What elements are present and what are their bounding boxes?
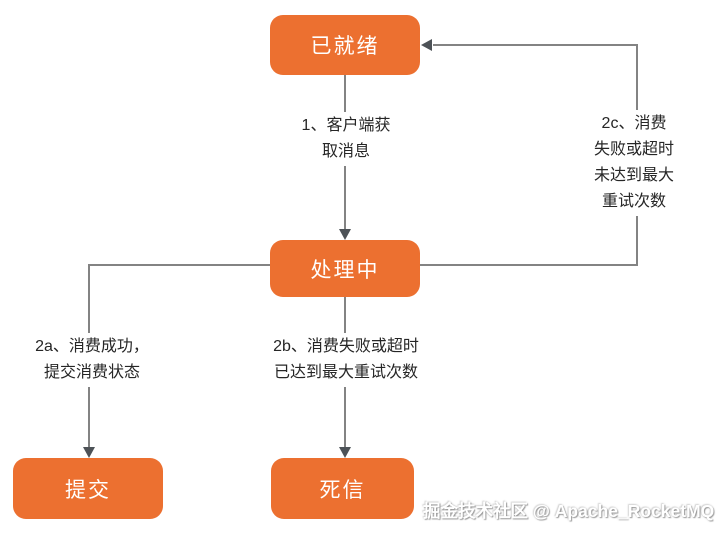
edge-label-1-client-fetch: 1、客户端获 取消息: [298, 112, 394, 166]
node-ready-state: 已就绪: [270, 15, 420, 75]
node-processing-label: 处理中: [310, 258, 380, 282]
connector-processing-to-ready-h2: [433, 44, 638, 46]
connector-processing-to-ready-h1: [420, 264, 638, 266]
edge-label-2b-max-retry-reached: 2b、消费失败或超时 已达到最大重试次数: [270, 333, 422, 387]
arrowhead-left-icon: [421, 39, 432, 51]
node-deadletter-label: 死信: [319, 478, 366, 502]
connector-processing-to-commit-h: [89, 264, 270, 266]
node-deadletter-state: 死信: [271, 458, 414, 519]
edge-label-2c-max-retry-not-reached: 2c、消费失败或超时 未达到最大重试次数: [591, 110, 677, 216]
node-commit-label: 提交: [65, 478, 111, 502]
node-ready-label: 已就绪: [310, 35, 380, 58]
node-commit-state: 提交: [13, 458, 163, 519]
watermark-text: 掘金技术社区 @ Apache_RocketMQ: [423, 501, 715, 521]
arrowhead-down-icon: [339, 229, 351, 240]
node-processing-state: 处理中: [270, 240, 420, 297]
edge-label-2a-consume-success: 2a、消费成功， 提交消费状态: [32, 333, 152, 387]
arrowhead-down-icon: [83, 447, 95, 458]
arrowhead-down-icon: [339, 447, 351, 458]
